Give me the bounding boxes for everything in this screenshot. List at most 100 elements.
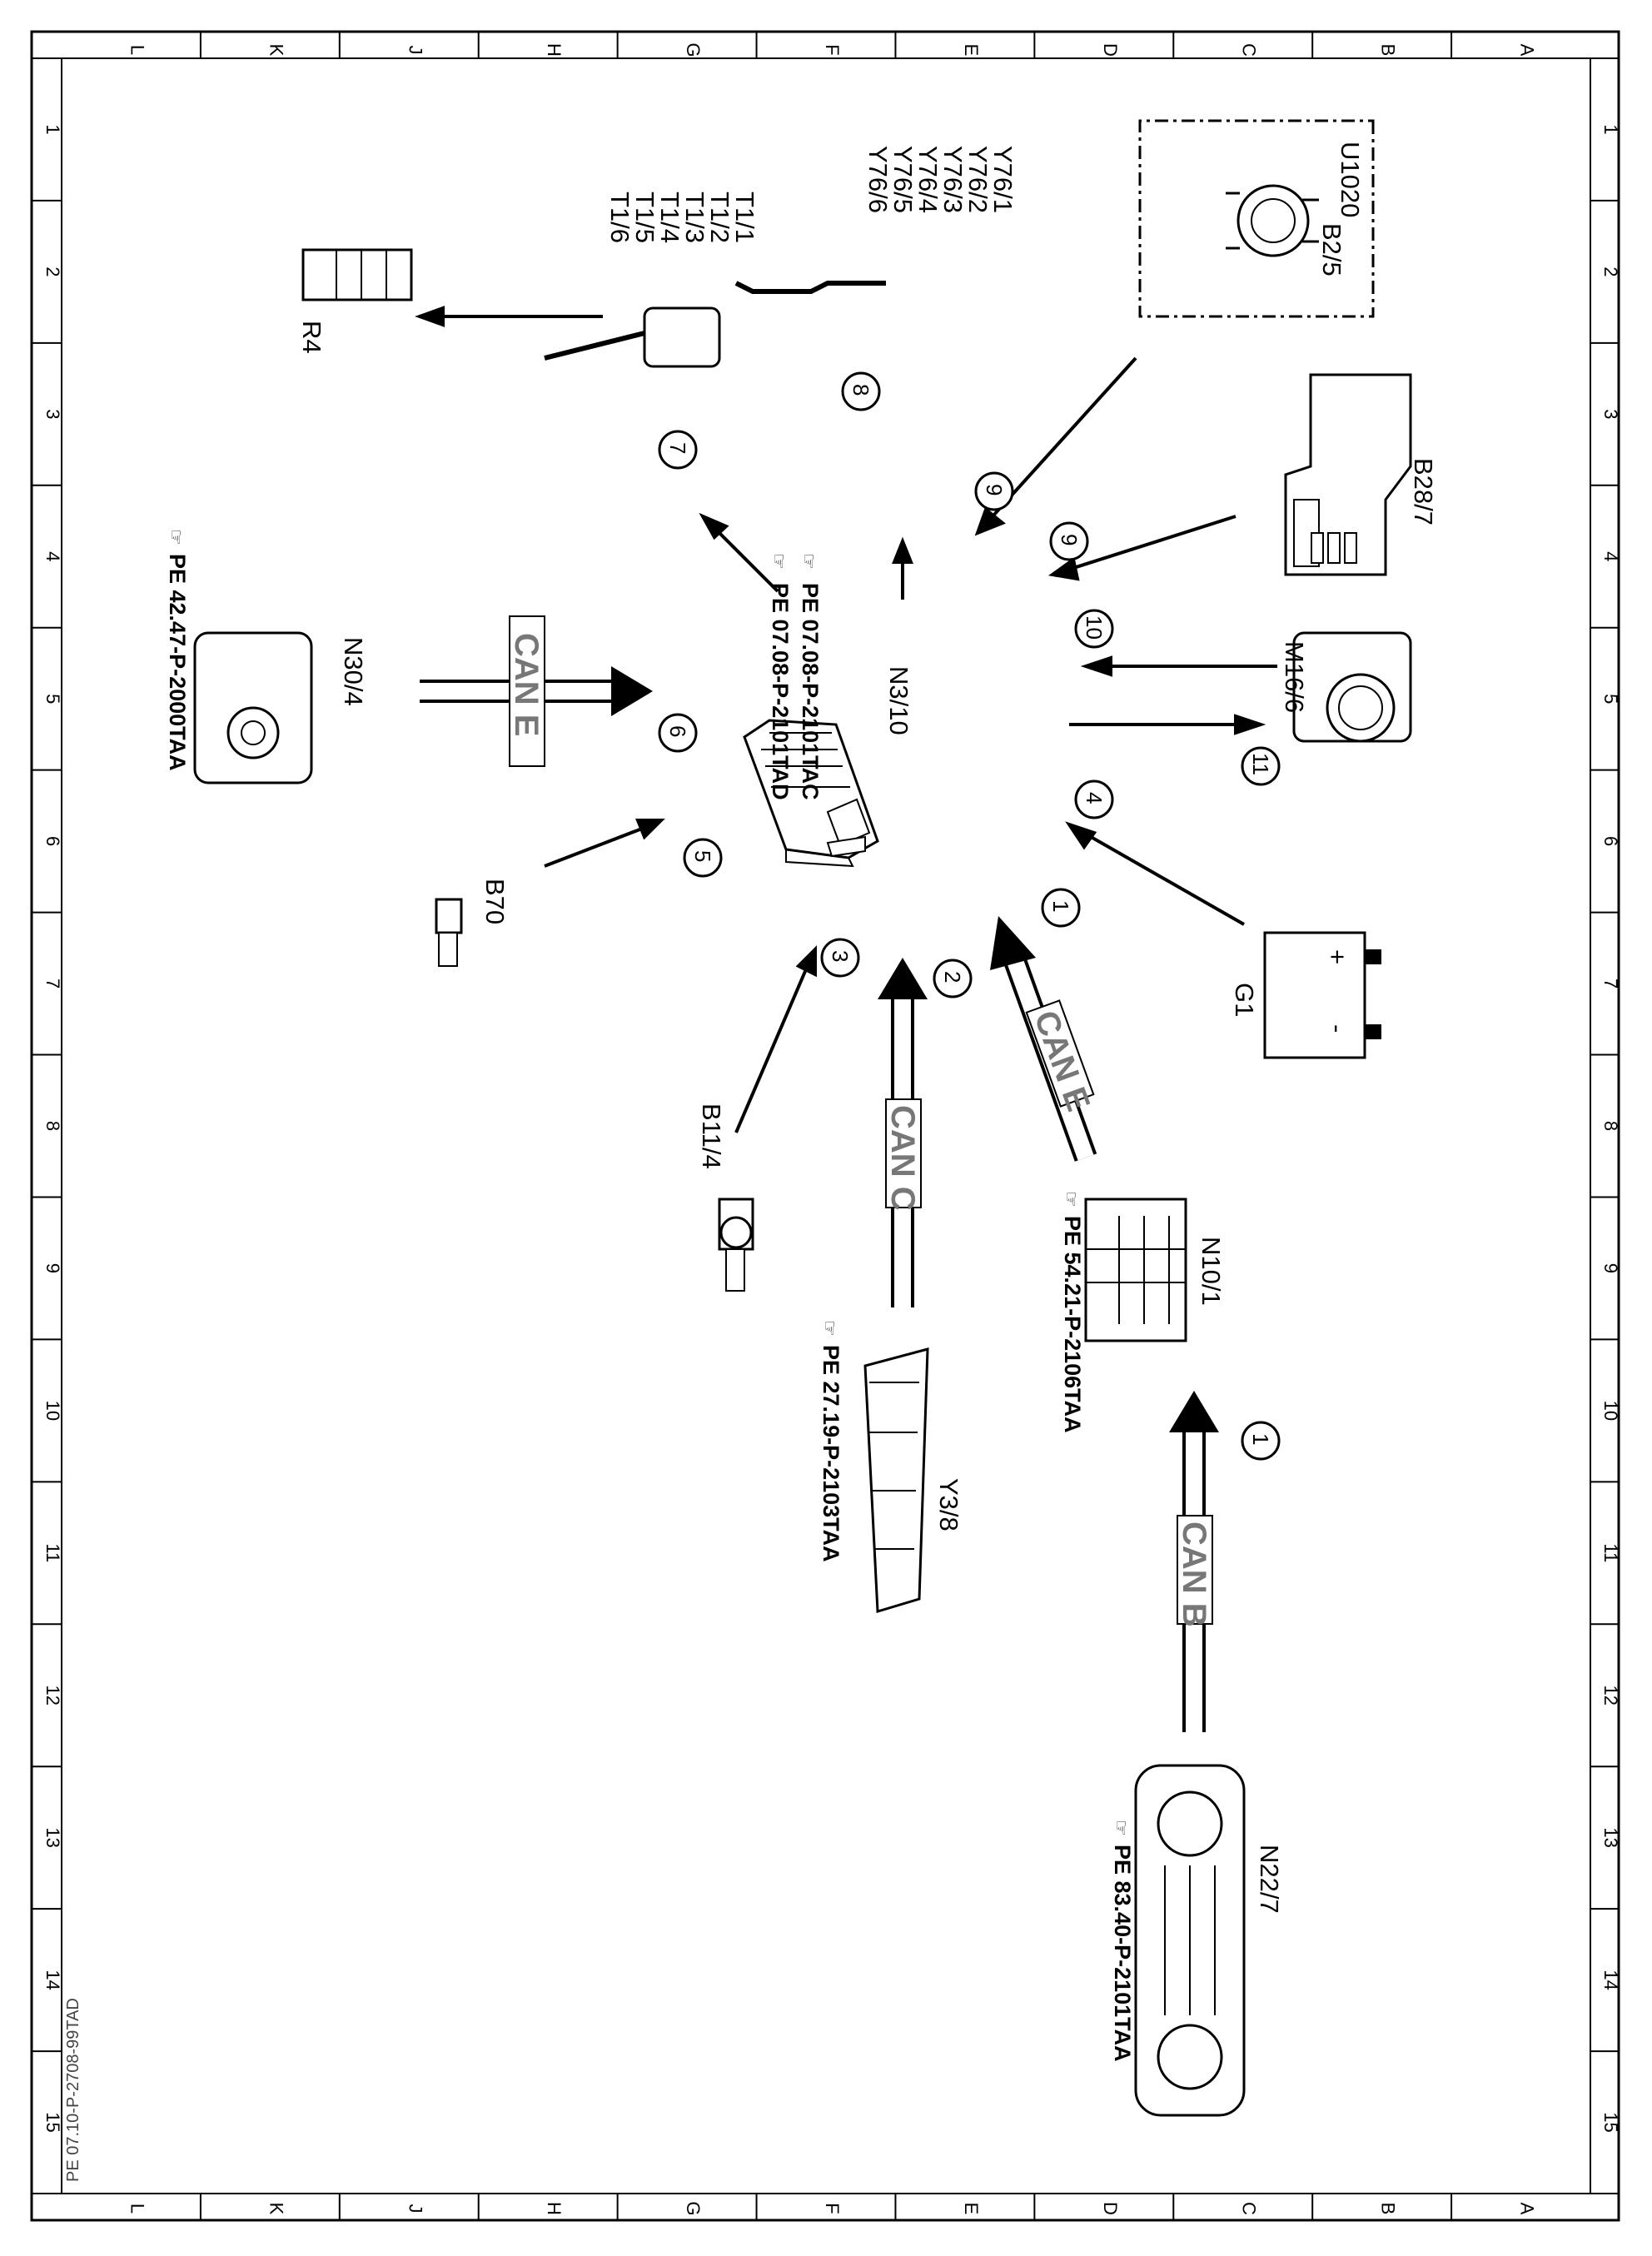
t1-4-label: T1/4 <box>655 192 684 243</box>
y76-3-label: Y76/3 <box>938 146 968 213</box>
marker-9a: 9 <box>974 471 1014 511</box>
book-ref-icon-y3-8: ☞ <box>819 1320 840 1337</box>
row-number-right: 3 <box>1600 409 1621 419</box>
g1-battery: + - G1 <box>1230 931 1381 1059</box>
n10-1-label: N10/1 <box>1197 1237 1226 1306</box>
arrow-4 <box>1068 823 1245 926</box>
svg-text:9: 9 <box>1057 534 1082 545</box>
g1-label: G1 <box>1230 983 1259 1017</box>
column-letter-bottom: G <box>683 2201 704 2215</box>
row-number-right: 1 <box>1600 124 1621 134</box>
m16-6-actuator: M16/6 <box>1280 631 1412 743</box>
y3-8-ref: PE 27.19-P-2103TAA <box>819 1345 843 1562</box>
b2-5-label: B2/5 <box>1317 223 1346 276</box>
column-letter-bottom: D <box>1100 2202 1121 2215</box>
marker-6: 6 <box>658 713 698 753</box>
row-number-right: 10 <box>1600 1401 1621 1421</box>
n22-7-ref: PE 83.40-P-2101TAA <box>1110 1845 1135 2062</box>
column-letter-bottom: J <box>405 2204 425 2214</box>
row-number-left: 6 <box>42 836 63 846</box>
y76-2-label: Y76/2 <box>963 146 993 213</box>
column-letter-top: A <box>1517 44 1538 57</box>
row-number-left: 14 <box>42 1970 63 1990</box>
column-letter-bottom: L <box>127 2204 147 2214</box>
b2-5-sensor-icon <box>1237 184 1310 257</box>
n10-1-module-icon <box>1084 1198 1187 1342</box>
column-letter-bottom: B <box>1378 2203 1399 2215</box>
u1020-dashed-outline <box>1138 119 1375 318</box>
t1-6-label: T1/6 <box>605 192 634 243</box>
row-number-left: 2 <box>42 266 63 276</box>
row-number-right: 5 <box>1600 694 1621 704</box>
can-b-label: CAN B <box>1176 1521 1212 1627</box>
border-grid-ticks <box>32 32 1619 2220</box>
column-letter-top: D <box>1100 43 1121 57</box>
svg-text:5: 5 <box>690 850 715 862</box>
t1-ignition-coils: T1/1 T1/2 T1/3 T1/4 T1/5 T1/6 <box>544 192 759 368</box>
u1020-label: U1020 <box>1336 142 1365 217</box>
n22-7-module: N22/7 PE 83.40-P-2101TAA ☞ <box>1110 1764 1284 2117</box>
control-unit-n3-10: N3/10 PE 07.08-P-2101TAC PE 07.08-P-2101… <box>743 553 913 868</box>
marker-1a: 1 <box>1041 888 1081 928</box>
row-number-right: 9 <box>1600 1263 1621 1273</box>
book-ref-icon-n22-7: ☞ <box>1111 1820 1132 1836</box>
t1-5-label: T1/5 <box>630 192 659 243</box>
n30-4-label: N30/4 <box>339 637 368 706</box>
arrow-9b <box>1052 515 1237 576</box>
svg-text:4: 4 <box>1082 792 1107 804</box>
book-ref-icon-n30-4: ☞ <box>166 529 187 545</box>
b11-4-sensor: B11/4 <box>697 1103 754 1292</box>
book-ref-icon-1: ☞ <box>799 553 819 570</box>
injector-icon <box>734 281 886 294</box>
arrow-5 <box>544 823 654 868</box>
b70-label: B70 <box>480 879 510 924</box>
n3-10-ref-1: PE 07.08-P-2101TAC <box>798 583 823 800</box>
row-number-left: 11 <box>42 1543 63 1562</box>
column-letter-bottom: E <box>961 2203 982 2215</box>
y3-8-module: Y3/8 PE 27.19-P-2103TAA ☞ <box>819 1320 963 1613</box>
row-number-left: 4 <box>42 551 63 561</box>
marker-11: 11 <box>1241 746 1281 786</box>
row-number-left: 7 <box>42 979 63 989</box>
y76-5-label: Y76/5 <box>888 146 918 213</box>
row-number-left: 5 <box>42 694 63 704</box>
r4-spark-plug: R4 <box>297 248 413 354</box>
document-code: PE 07.10-P-2708-99TAD <box>64 1998 82 2182</box>
column-letter-bottom: F <box>822 2203 843 2214</box>
column-letter-bottom: H <box>544 2202 565 2215</box>
t1-3-label: T1/3 <box>680 192 709 243</box>
row-number-right: 12 <box>1600 1685 1621 1705</box>
marker-9b: 9 <box>1049 521 1089 561</box>
row-number-left: 8 <box>42 1121 63 1131</box>
circle-markers: 1 1 2 3 4 5 6 7 8 9 9 10 11 <box>658 371 1281 1461</box>
row-number-left: 3 <box>42 409 63 419</box>
arrow-3 <box>734 957 813 1133</box>
column-letter-top: F <box>822 44 843 55</box>
r4-spark-plug-icon <box>301 248 413 301</box>
row-number-left: 1 <box>42 124 63 134</box>
row-number-right: 8 <box>1600 1121 1621 1131</box>
n10-1-module: N10/1 PE 54.21-P-2106TAA ☞ <box>1060 1191 1226 1433</box>
svg-text:3: 3 <box>828 950 853 962</box>
t1-2-label: T1/2 <box>705 192 734 243</box>
n10-1-ref: PE 54.21-P-2106TAA <box>1060 1216 1085 1433</box>
row-number-right: 11 <box>1600 1543 1621 1562</box>
m16-6-label: M16/6 <box>1280 641 1309 713</box>
can-e-label-2: CAN E <box>508 633 545 736</box>
b28-7-label: B28/7 <box>1409 458 1438 525</box>
svg-text:1: 1 <box>1248 1433 1273 1445</box>
column-letter-bottom: K <box>266 2203 286 2215</box>
row-number-left: 9 <box>42 1263 63 1273</box>
marker-7: 7 <box>658 430 698 470</box>
r4-label: R4 <box>297 321 326 354</box>
n30-4-module: N30/4 PE 42.47-P-2000TAA ☞ <box>165 529 368 784</box>
svg-text:6: 6 <box>665 725 690 737</box>
row-number-right: 7 <box>1600 979 1621 989</box>
column-letter-top: B <box>1378 44 1399 57</box>
column-letter-top: G <box>683 42 704 57</box>
y3-8-module-icon <box>863 1347 929 1613</box>
ignition-coil-icon <box>643 306 721 368</box>
n3-10-ref-2: PE 07.08-P-2101TAD <box>768 583 793 800</box>
